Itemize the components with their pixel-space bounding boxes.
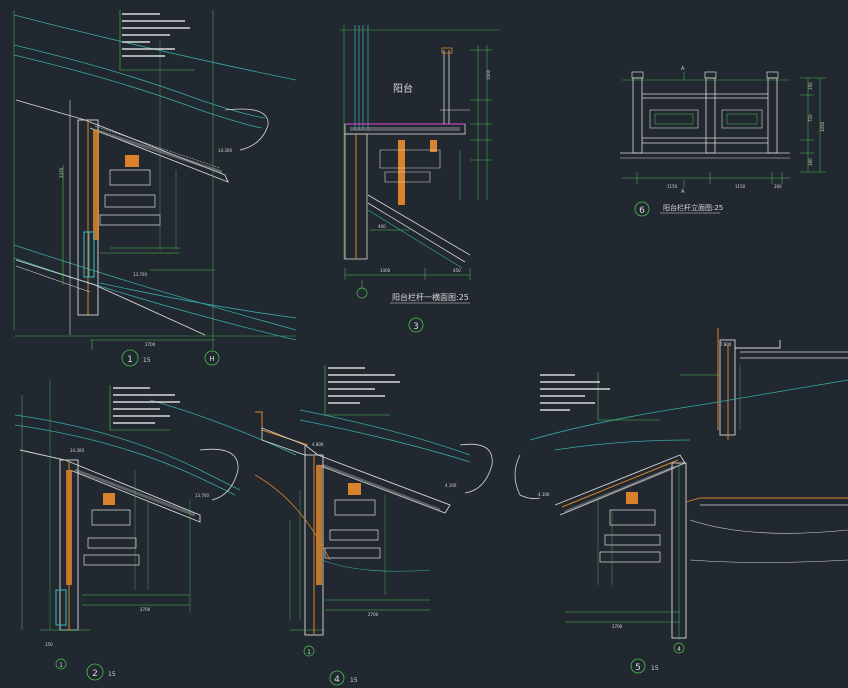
detail-6-marker-a: A [681, 66, 685, 72]
detail-6-dim-b: 1150 [735, 184, 746, 189]
detail-2-level-b: 13.700 [195, 493, 209, 498]
detail-2-eave-section: 2700 14.300 13.700 150 1 2 15 [14, 380, 297, 681]
detail-3-railing-section: 阳台 140 [340, 25, 500, 333]
detail-1-eave-section: 2370 2700 14.300 13.700 1 15 H [13, 10, 297, 367]
detail-2-dim-bottom: 150 [45, 642, 53, 647]
detail-1-dim-width: 2700 [145, 342, 156, 347]
detail-4-level-b: 4.100 [445, 483, 457, 488]
detail-1-axis-circle [204, 350, 220, 366]
detail-5-axis: 4 [677, 646, 681, 653]
detail-2-axis: 1 [59, 662, 63, 669]
detail-4-level-a: 4.800 [312, 442, 324, 447]
detail-3-room-label: 阳台 [393, 82, 413, 95]
detail-1-dim-height: 2370 [59, 167, 64, 178]
detail-1-number: 1 [127, 355, 133, 365]
detail-1-axis: H [209, 355, 214, 363]
detail-3-number: 3 [413, 322, 419, 332]
detail-5-number-circle [630, 658, 646, 674]
detail-6-dim-a: 1150 [667, 184, 678, 189]
detail-4-axis: 1 [307, 649, 311, 656]
detail-2-dim-width: 2700 [140, 607, 151, 612]
detail-3-dim-b: 450 [453, 268, 461, 273]
detail-5-eave-section: 2700 7.800 4.100 4 5 15 [514, 328, 848, 674]
detail-4-eave-section: 2700 4.800 4.100 1 4 15 [254, 365, 493, 686]
detail-3-dim-c: 1000 [486, 69, 491, 80]
detail-3-number-circle [408, 317, 424, 333]
detail-2-axis-circle [55, 658, 67, 670]
detail-4-number: 4 [334, 675, 340, 685]
detail-2-number-circle [86, 663, 104, 681]
detail-1-scale: 15 [143, 357, 151, 364]
detail-3-title: 阳台栏杆一横面图:25 [392, 292, 469, 302]
detail-6-number-circle [634, 201, 650, 217]
detail-1-number-circle [121, 349, 139, 367]
detail-3-dim-d: 400 [378, 224, 386, 229]
detail-5-scale: 15 [651, 665, 659, 672]
detail-6-dim-total: 1050 [820, 121, 825, 132]
detail-2-level-a: 14.300 [70, 448, 84, 453]
detail-6-dim-d: 150 [808, 82, 813, 90]
detail-3-axis-circle [356, 287, 368, 299]
detail-1-level-b: 13.700 [133, 272, 147, 277]
detail-2-scale: 15 [108, 671, 116, 678]
detail-6-title: 阳台栏杆立面图:25 [663, 203, 723, 212]
detail-6-railing-elevation: A A 1150 1150 200 150 720 160 1050 6 [620, 66, 826, 217]
detail-5-level-b: 4.100 [538, 492, 550, 497]
detail-6-marker-b: A [681, 189, 685, 195]
detail-4-scale: 15 [350, 677, 358, 684]
detail-4-number-circle [329, 670, 345, 686]
detail-1-level-a: 14.300 [218, 148, 232, 153]
detail-5-level-a: 7.800 [720, 342, 732, 347]
detail-4-axis-circle [303, 645, 315, 657]
detail-6-dim-f: 160 [808, 158, 813, 166]
detail-6-dim-c: 200 [774, 184, 782, 189]
detail-2-number: 2 [92, 669, 98, 679]
detail-5-axis-circle [673, 642, 685, 654]
detail-5-dim-width: 2700 [612, 624, 623, 629]
detail-6-number: 6 [639, 206, 645, 216]
detail-4-dim-width: 2700 [368, 612, 379, 617]
detail-3-dim-a: 1400 [380, 268, 391, 273]
detail-5-number: 5 [635, 663, 641, 673]
detail-6-dim-e: 720 [808, 114, 813, 122]
